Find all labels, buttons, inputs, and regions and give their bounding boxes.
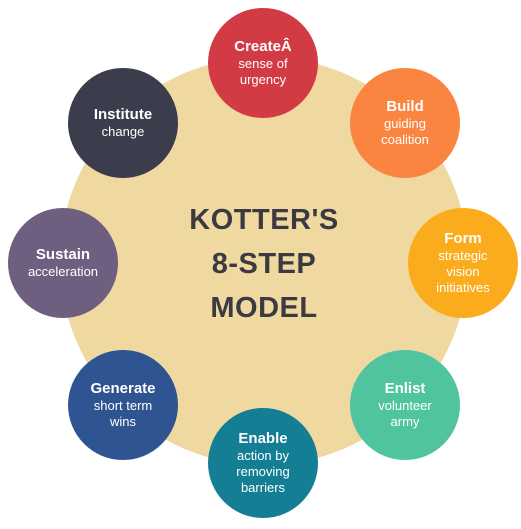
step-enlist: Enlist volunteer army xyxy=(350,350,460,460)
diagram-title: KOTTER'S 8-STEP MODEL xyxy=(150,198,378,330)
step-title: Build xyxy=(386,98,424,115)
step-description: volunteer army xyxy=(378,398,432,429)
step-description: acceleration xyxy=(27,264,99,279)
step-title: Institute xyxy=(93,106,153,123)
step-create: CreateÂ sense of urgency xyxy=(208,8,318,118)
title-line-1: KOTTER'S xyxy=(189,204,339,236)
step-sustain: Sustain acceleration xyxy=(8,208,118,318)
step-title: Generate xyxy=(90,380,156,397)
step-description: action by removing barriers xyxy=(236,448,290,495)
step-description: sense of urgency xyxy=(238,56,288,87)
step-form: Form strategic vision initiatives xyxy=(408,208,518,318)
step-enable: Enable action by removing barriers xyxy=(208,408,318,518)
step-title: Enable xyxy=(238,430,288,447)
title-line-3: MODEL xyxy=(210,292,318,324)
step-description: guiding coalition xyxy=(381,116,429,147)
step-generate: Generate short term wins xyxy=(68,350,178,460)
title-line-2: 8-STEP xyxy=(211,248,317,280)
step-title: Sustain xyxy=(35,246,91,263)
step-description: strategic vision initiatives xyxy=(436,248,490,295)
step-description: change xyxy=(101,124,145,139)
step-title: Form xyxy=(444,230,482,247)
step-description: short term wins xyxy=(93,398,153,429)
step-institute: Institute change xyxy=(68,68,178,178)
step-title: CreateÂ xyxy=(234,38,292,55)
step-build: Build guiding coalition xyxy=(350,68,460,178)
step-title: Enlist xyxy=(384,380,426,397)
